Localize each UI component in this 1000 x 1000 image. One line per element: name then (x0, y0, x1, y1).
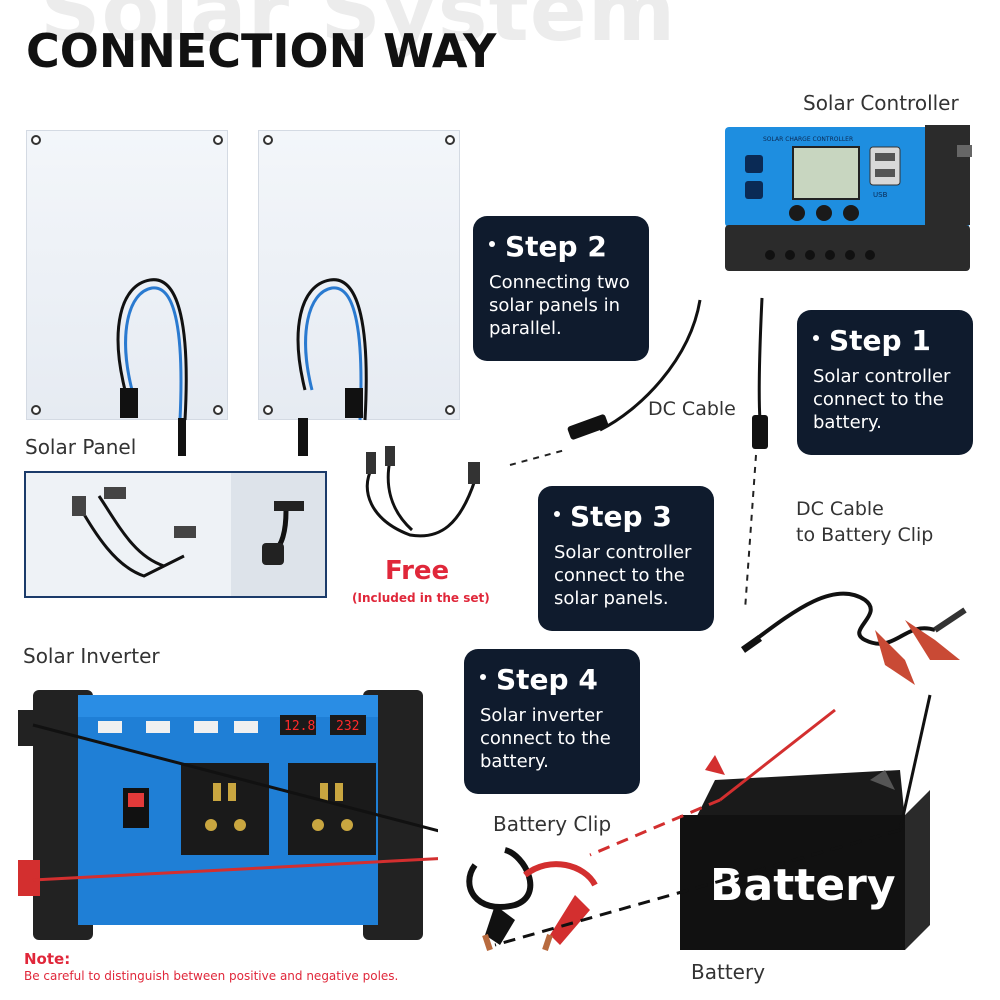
step-2-title-text: Step 2 (505, 230, 607, 263)
connector-detail-right (231, 473, 325, 596)
mount-hole-icon (263, 135, 273, 145)
step-1-box: Step 1 Solar controller connect to the b… (797, 310, 973, 455)
mount-hole-icon (445, 135, 455, 145)
background-watermark-title: Solar System (40, 0, 677, 60)
step-4-box: Step 4 Solar inverter connect to the bat… (464, 649, 640, 794)
solar-inverter-label: Solar Inverter (23, 644, 160, 668)
solar-panel-right (258, 130, 460, 420)
battery-label: Battery (691, 960, 766, 984)
step-2-line: Connecting two (489, 272, 630, 293)
dc-cable-battery-line2: to Battery Clip (796, 524, 934, 546)
note-title: Note: (24, 950, 71, 968)
step-1-title-text: Step 1 (829, 324, 931, 357)
step-3-title: Step 3 (554, 500, 700, 533)
controller-brand-text: SOLAR CHARGE CONTROLLER (763, 136, 853, 143)
dc-battery-clip-cable (740, 591, 967, 685)
mount-hole-icon (213, 405, 223, 415)
inverter-display-right: 232 (336, 719, 359, 734)
dc-cable-battery-label: DC Cable to Battery Clip (796, 496, 933, 548)
step-2-title: Step 2 (489, 230, 635, 263)
step-1-line: battery. (813, 412, 882, 433)
dc-cable-battery-line1: DC Cable (796, 498, 884, 520)
dc-cable-label: DC Cable (648, 398, 736, 420)
mount-hole-icon (213, 135, 223, 145)
mount-hole-icon (445, 405, 455, 415)
step-3-description: Solar controller connect to the solar pa… (554, 541, 700, 610)
bullet-icon (489, 241, 495, 247)
mount-hole-icon (31, 135, 41, 145)
step-2-box: Step 2 Connecting two solar panels in pa… (473, 216, 649, 361)
step-1-title: Step 1 (813, 324, 959, 357)
step-1-description: Solar controller connect to the battery. (813, 365, 959, 434)
solar-controller-label: Solar Controller (803, 91, 959, 115)
solar-panel-label: Solar Panel (25, 435, 137, 459)
step-2-description: Connecting two solar panels in parallel. (489, 271, 635, 340)
y-splitter-cable-thumb (72, 487, 304, 578)
step-4-line: Solar inverter (480, 705, 603, 726)
free-label: Free (385, 556, 450, 586)
step-2-line: parallel. (489, 318, 562, 339)
step-3-line: solar panels. (554, 588, 669, 609)
step-3-line: connect to the (554, 565, 685, 586)
mount-hole-icon (263, 405, 273, 415)
controller-usb-text: USB (873, 191, 888, 199)
battery-clips (466, 847, 598, 951)
step-1-line: Solar controller (813, 366, 951, 387)
step-1-line: connect to the (813, 389, 944, 410)
step-4-description: Solar inverter connect to the battery. (480, 704, 626, 773)
mount-hole-icon (31, 405, 41, 415)
battery-clip-label: Battery Clip (493, 812, 612, 836)
note-text: Be careful to distinguish between positi… (24, 969, 399, 983)
bullet-icon (554, 511, 560, 517)
free-sublabel: (Included in the set) (352, 591, 490, 605)
step-3-box: Step 3 Solar controller connect to the s… (538, 486, 714, 631)
page-title: CONNECTION WAY (26, 24, 497, 78)
bullet-icon (480, 674, 486, 680)
step-2-line: solar panels in (489, 295, 620, 316)
step-4-title-text: Step 4 (496, 663, 598, 696)
solar-controller-device: SOLAR CHARGE CONTROLLER USB (725, 125, 972, 271)
step-4-title: Step 4 (480, 663, 626, 696)
step-3-line: Solar controller (554, 542, 692, 563)
bullet-icon (813, 335, 819, 341)
battery-product-text: Battery (710, 860, 896, 911)
inverter-display-left: 12.8 (284, 719, 315, 734)
solar-inverter-device: 12.8 232 (18, 690, 438, 940)
free-y-splitter-cable (365, 446, 480, 538)
step-4-line: battery. (480, 751, 549, 772)
step-3-title-text: Step 3 (570, 500, 672, 533)
step-4-line: connect to the (480, 728, 611, 749)
